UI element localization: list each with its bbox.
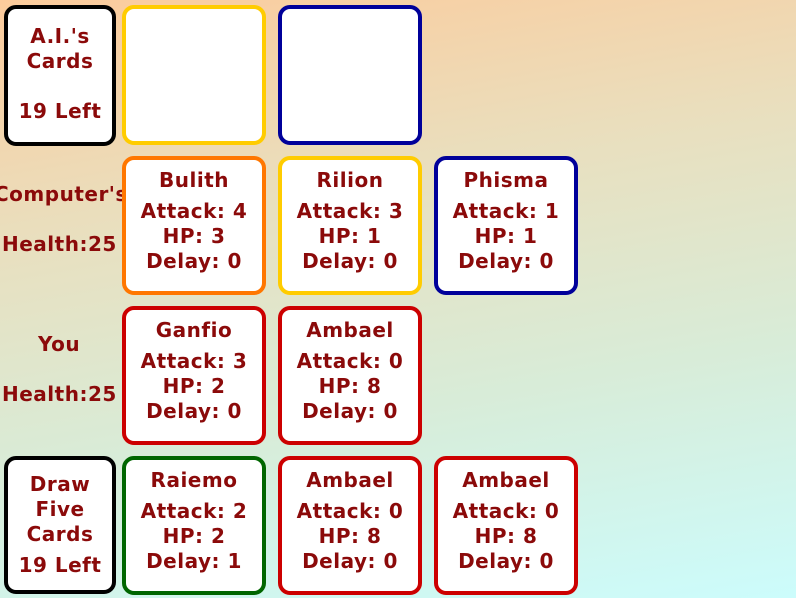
- ai-deck-title-1: A.I.'s: [30, 24, 90, 48]
- card-delay: Delay: 0: [458, 249, 554, 273]
- player-deck-count: 19 Left: [18, 553, 102, 577]
- ai-deck-count: 19 Left: [18, 99, 102, 123]
- player-health: Health:25: [2, 382, 117, 406]
- player-field-card-2[interactable]: Ambael Attack: 0 HP: 8 Delay: 0: [278, 306, 422, 445]
- card-attack: Attack: 3: [140, 349, 248, 373]
- ai-field-card-2[interactable]: Rilion Attack: 3 HP: 1 Delay: 0: [278, 156, 422, 295]
- card-delay: Delay: 0: [302, 549, 398, 573]
- card-attack: Attack: 3: [296, 199, 404, 223]
- ai-hand-card-1: [122, 5, 266, 145]
- card-hp: HP: 8: [318, 374, 382, 398]
- card-delay: Delay: 0: [146, 249, 242, 273]
- card-name: Bulith: [159, 168, 229, 192]
- card-attack: Attack: 0: [296, 499, 404, 523]
- ai-field-card-3[interactable]: Phisma Attack: 1 HP: 1 Delay: 0: [434, 156, 578, 295]
- draw-label-2: Five: [35, 497, 85, 521]
- card-hp: HP: 1: [318, 224, 382, 248]
- card-attack: Attack: 0: [296, 349, 404, 373]
- card-delay: Delay: 1: [146, 549, 242, 573]
- computer-name: Computer's: [0, 182, 128, 206]
- computer-health: Health:25: [2, 232, 117, 256]
- player-hand-card-2[interactable]: Ambael Attack: 0 HP: 8 Delay: 0: [278, 456, 422, 595]
- ai-hand-card-2: [278, 5, 422, 145]
- card-delay: Delay: 0: [458, 549, 554, 573]
- card-attack: Attack: 0: [452, 499, 560, 523]
- draw-label-3: Cards: [26, 522, 94, 546]
- card-delay: Delay: 0: [302, 399, 398, 423]
- card-attack: Attack: 4: [140, 199, 248, 223]
- card-hp: HP: 1: [474, 224, 538, 248]
- card-delay: Delay: 0: [146, 399, 242, 423]
- card-name: Ambael: [462, 468, 550, 492]
- card-hp: HP: 3: [162, 224, 226, 248]
- card-hp: HP: 2: [162, 524, 226, 548]
- card-name: Ganfio: [155, 318, 233, 342]
- card-attack: Attack: 2: [140, 499, 248, 523]
- card-hp: HP: 2: [162, 374, 226, 398]
- card-attack: Attack: 1: [452, 199, 560, 223]
- ai-field-card-1[interactable]: Bulith Attack: 4 HP: 3 Delay: 0: [122, 156, 266, 295]
- card-hp: HP: 8: [318, 524, 382, 548]
- player-hand-card-1[interactable]: Raiemo Attack: 2 HP: 2 Delay: 1: [122, 456, 266, 595]
- player-field-card-1[interactable]: Ganfio Attack: 3 HP: 2 Delay: 0: [122, 306, 266, 445]
- card-delay: Delay: 0: [302, 249, 398, 273]
- card-name: Raiemo: [150, 468, 238, 492]
- card-hp: HP: 8: [474, 524, 538, 548]
- player-name: You: [38, 332, 81, 356]
- player-hand-card-3[interactable]: Ambael Attack: 0 HP: 8 Delay: 0: [434, 456, 578, 595]
- card-name: Rilion: [316, 168, 384, 192]
- draw-label-1: Draw: [29, 472, 91, 496]
- draw-five-cards-button[interactable]: Draw Five Cards 19 Left: [4, 456, 116, 594]
- ai-deck-title-2: Cards: [26, 49, 94, 73]
- card-name: Ambael: [306, 318, 394, 342]
- ai-deck: A.I.'s Cards 19 Left: [4, 5, 116, 146]
- card-name: Ambael: [306, 468, 394, 492]
- card-name: Phisma: [463, 168, 549, 192]
